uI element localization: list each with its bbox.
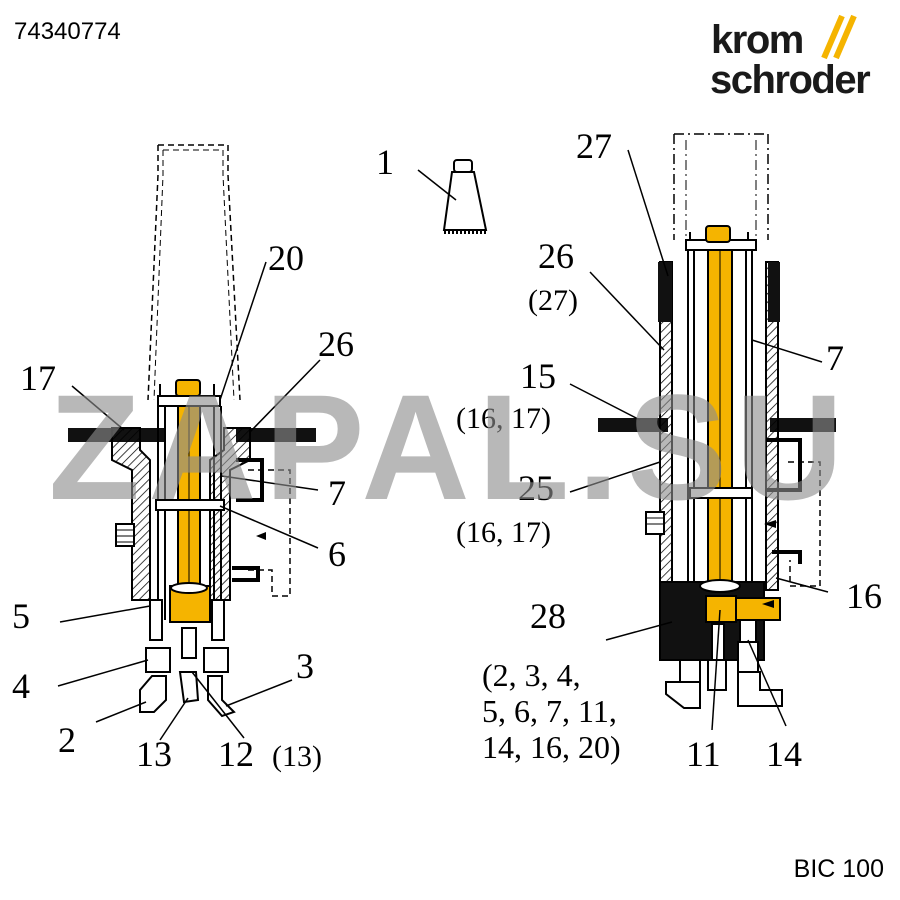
label-part-1: 1 xyxy=(376,142,394,182)
label-part-28-list-2: 5, 6, 7, 11, xyxy=(482,693,617,729)
label-part-14: 14 xyxy=(766,734,802,774)
logo-word-schroder: schroder xyxy=(710,58,871,102)
label-part-26: 26 xyxy=(318,324,354,364)
label-part-12: 12 xyxy=(218,734,254,774)
label-part-13: 13 xyxy=(136,734,172,774)
model-label: BIC 100 xyxy=(793,855,884,883)
label-part-11: 11 xyxy=(686,734,721,774)
label-part-7: 7 xyxy=(328,473,346,513)
label-part-28: 28 xyxy=(530,596,566,636)
label-part-28-list-1: (2, 3, 4, xyxy=(482,657,581,693)
label-part-6: 6 xyxy=(328,534,346,574)
logo-word-krom: krom xyxy=(711,18,804,62)
label-part-20: 20 xyxy=(268,238,304,278)
grease-tube-icon xyxy=(417,159,488,234)
label-part-26: 26 xyxy=(538,236,574,276)
right-burner-section xyxy=(569,133,836,731)
label-part-17: 17 xyxy=(20,358,56,398)
label-part-27: 27 xyxy=(576,126,612,166)
page-number: 74340774 xyxy=(14,18,121,45)
label-part-15: 15 xyxy=(520,356,556,396)
label-part-16-17-b: (16, 17) xyxy=(456,516,551,549)
label-part-16: 16 xyxy=(846,576,882,616)
left-burner-section xyxy=(57,144,321,741)
label-part-3: 3 xyxy=(296,646,314,686)
label-part-2: 2 xyxy=(58,720,76,760)
logo-slash-icon xyxy=(821,14,857,60)
label-part-25: 25 xyxy=(518,468,554,508)
label-part-4: 4 xyxy=(12,666,30,706)
label-part-7: 7 xyxy=(826,338,844,378)
label-part-13-alt: (13) xyxy=(272,740,322,773)
label-part-16-17-a: (16, 17) xyxy=(456,402,551,435)
label-part-5: 5 xyxy=(12,596,30,636)
label-part-28-list-3: 14, 16, 20) xyxy=(482,729,621,765)
krom-schroder-logo: krom schroder xyxy=(708,14,888,104)
label-part-27-alt: (27) xyxy=(528,284,578,317)
